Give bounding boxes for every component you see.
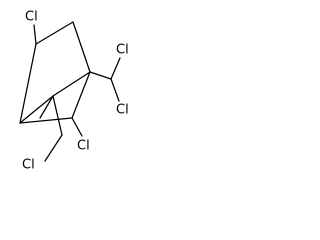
bond-c5-c6 [19,43,37,124]
atom-label-cl-chcl2-upper: Cl [116,43,129,58]
bond-c3-chcl2 [89,71,112,80]
bond-c1-cl [33,24,37,45]
bond-c3-c4 [71,71,91,119]
bond-chcl2-cl-lower [110,78,120,102]
bond-bridge-chloromethyl [52,95,63,136]
atom-label-cl-chcl2-lower: Cl [116,103,129,118]
bond-bridge-bridgehead-right [52,71,91,97]
bond-c4-cl [71,117,83,137]
bond-c4-c5 [19,117,73,124]
atom-label-cl-top-left: Cl [25,10,38,25]
bond-c1-c2 [35,21,74,45]
bond-chcl2-cl-upper [110,57,121,80]
molecule-structure-diagram: Cl Cl Cl Cl Cl [19,10,129,173]
bond-c2-c3 [72,21,91,73]
atom-label-cl-ring-right: Cl [77,139,90,154]
atom-label-cl-chloromethyl: Cl [22,158,35,173]
bond-chloromethyl-ch2 [44,134,63,162]
bond-bridgehead-left-bridge [19,95,54,124]
bond-bridge-methyl [39,95,54,119]
